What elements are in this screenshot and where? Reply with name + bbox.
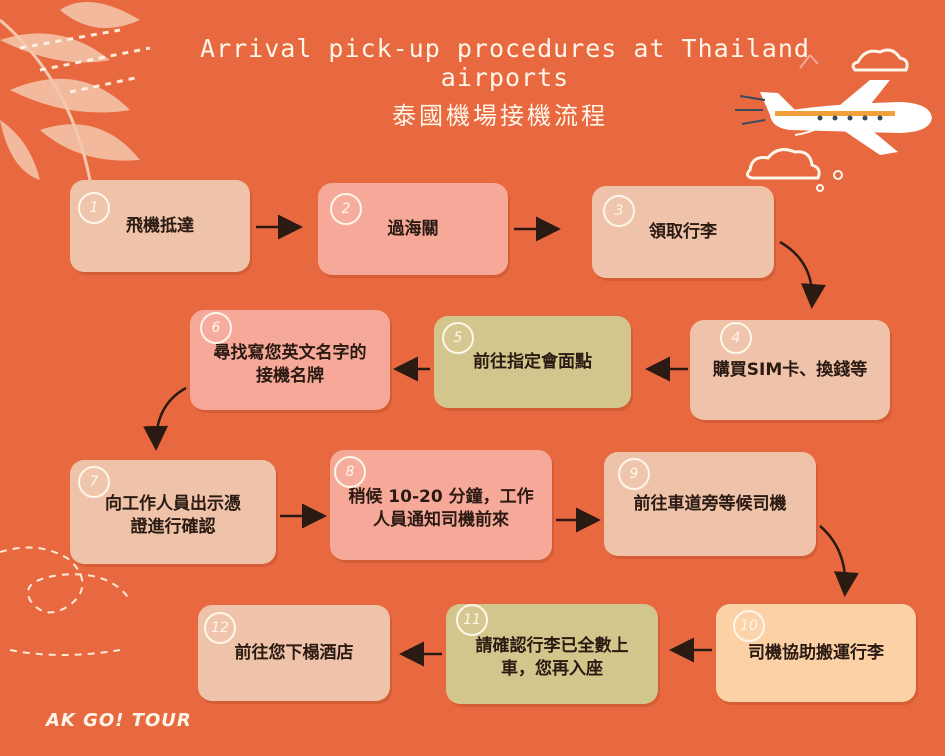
step-label: 前往指定會面點 <box>473 351 592 372</box>
step-number-badge: 1 <box>78 192 110 224</box>
step-label: 前往您下榻酒店 <box>234 642 354 663</box>
step-number-badge: 3 <box>603 195 635 227</box>
step-card-8: 稍候 10-20 分鐘，工作人員通知司機前來 <box>330 450 552 560</box>
step-number-badge: 7 <box>78 466 110 498</box>
title-chinese: 泰國機場接機流程 <box>392 102 608 130</box>
step-card-7: 向工作人員出示憑證進行確認 <box>70 460 276 564</box>
title-english: Arrival pick-up procedures at Thailand a… <box>200 34 810 92</box>
brand-logo: AK GO! TOUR <box>46 710 192 731</box>
step-number-badge: 12 <box>204 612 236 644</box>
step-number-badge: 8 <box>334 456 366 488</box>
step-label: 過海關 <box>387 218 439 239</box>
cloud-icon <box>745 148 821 180</box>
arrow-icon <box>779 240 826 309</box>
step-number-badge: 2 <box>330 193 362 225</box>
step-label: 尋找寫您英文名字的接機名牌 <box>213 343 367 386</box>
step-label: 向工作人員出示憑證進行確認 <box>105 494 241 537</box>
step-number-badge: 10 <box>733 610 765 642</box>
step-label: 飛機抵達 <box>126 215 194 236</box>
step-label: 前往車道旁等候司機 <box>633 493 787 514</box>
step-number-badge: 6 <box>200 312 232 344</box>
arrow-icon <box>143 386 187 451</box>
step-label: 請確認行李已全數上車，您再入座 <box>475 636 629 679</box>
step-number-badge: 5 <box>442 322 474 354</box>
step-card-6: 尋找寫您英文名字的接機名牌 <box>190 310 390 410</box>
step-number-badge: 4 <box>720 322 752 354</box>
step-label: 稍候 10-20 分鐘，工作人員通知司機前來 <box>348 487 534 530</box>
step-label: 領取行李 <box>649 221 717 242</box>
step-number-badge: 9 <box>618 458 650 490</box>
step-label: 購買SIM卡、換錢等 <box>712 359 868 380</box>
step-number-badge: 11 <box>456 604 488 636</box>
arrow-icon <box>819 525 859 597</box>
step-label: 司機協助搬運行李 <box>748 642 884 663</box>
